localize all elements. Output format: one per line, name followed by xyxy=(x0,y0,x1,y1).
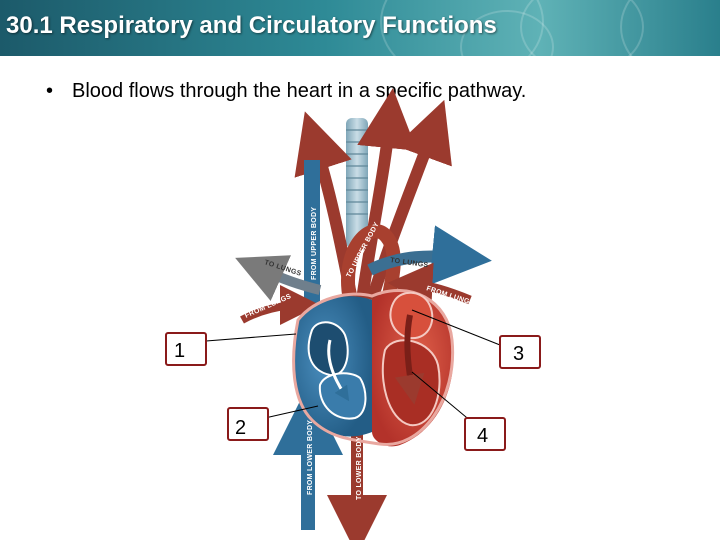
title-bar: 30.1 Respiratory and Circulatory Functio… xyxy=(0,0,720,56)
pulmonary-artery-right xyxy=(367,225,492,286)
heart-outline xyxy=(292,289,455,446)
flow-arrow-right-heart xyxy=(327,339,350,402)
callout-4: 4 xyxy=(464,417,506,451)
callout-4-label: 4 xyxy=(477,425,488,447)
callout-leader-lines xyxy=(205,309,501,423)
callout-2: 2 xyxy=(227,407,269,441)
label-from-upper-body: FROM UPPER BODY xyxy=(311,207,318,280)
pulmonary-vein-left xyxy=(240,285,320,326)
label-to-lower-body: TO LOWER BODY xyxy=(356,436,363,500)
title-bar-ripple xyxy=(620,0,720,56)
artery-upper-right xyxy=(366,99,452,302)
artery-upper-middle xyxy=(356,88,417,301)
flow-arrow-left-heart xyxy=(394,314,425,405)
slide-title: 30.1 Respiratory and Circulatory Functio… xyxy=(6,12,497,39)
callout-2-label: 2 xyxy=(235,417,246,439)
callout-3: 3 xyxy=(499,335,541,369)
callout-3-label: 3 xyxy=(513,343,524,365)
callout-1: 1 xyxy=(165,332,207,366)
pulmonary-vein-right xyxy=(387,262,472,308)
label-from-lower-body: FROM LOWER BODY xyxy=(307,420,314,495)
bullet-icon: • xyxy=(46,80,54,102)
callout-1-label: 1 xyxy=(174,340,185,362)
